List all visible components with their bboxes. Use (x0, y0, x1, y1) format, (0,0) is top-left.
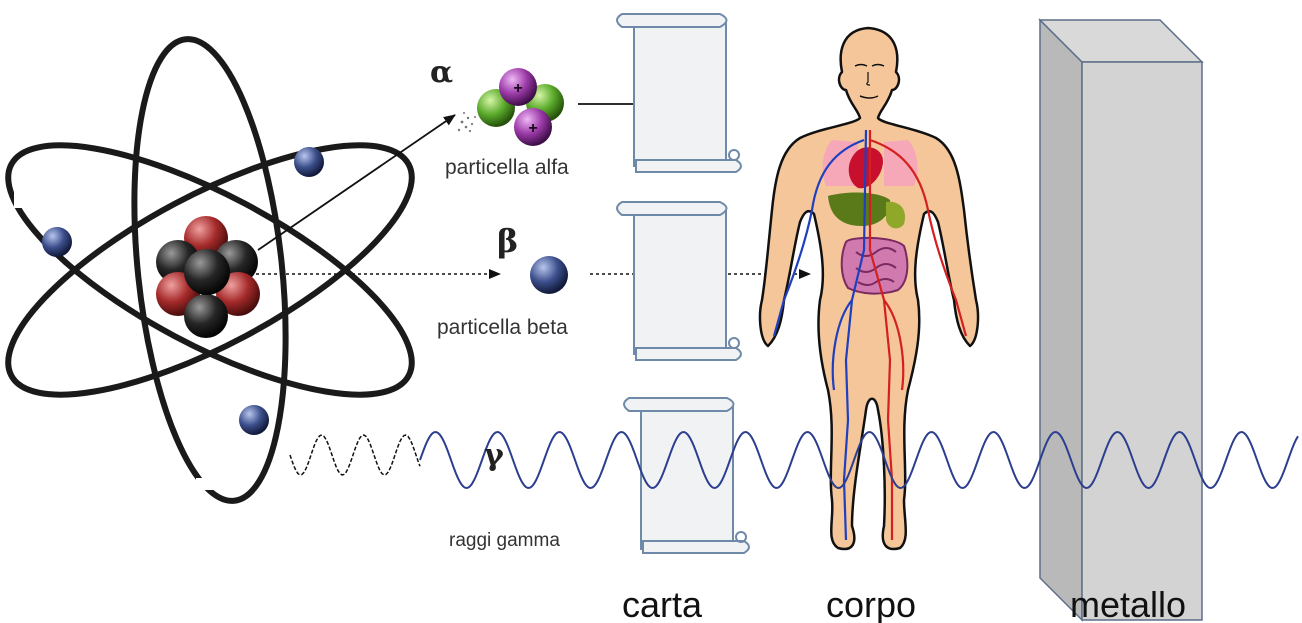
svg-text:+: + (528, 120, 537, 137)
alpha-label: particella alfa (445, 156, 569, 179)
paper-barrier-label: carta (622, 584, 703, 623)
alpha-path-arrow (258, 115, 455, 250)
human-body-icon (760, 28, 978, 549)
body-barrier-label: corpo (826, 584, 916, 623)
beta-label: particella beta (437, 316, 568, 339)
svg-text:+: + (513, 80, 522, 97)
gamma-ray-wave-lead (290, 435, 420, 475)
atom-icon (0, 32, 444, 509)
gamma-label: raggi gamma (449, 530, 560, 551)
beta-symbol: β (497, 222, 518, 260)
gamma-symbol: γ (484, 438, 504, 473)
metal-barrier-label: metallo (1070, 584, 1186, 623)
electron (294, 147, 324, 177)
electron (239, 405, 269, 435)
alpha-symbol: α (430, 55, 453, 90)
metal-block-icon (1040, 20, 1202, 620)
nucleus (156, 216, 260, 338)
paper-sheet-icon (617, 14, 749, 553)
alpha-particle-icon: + + (458, 68, 564, 146)
beta-particle-icon (530, 256, 568, 294)
electron (42, 227, 72, 257)
